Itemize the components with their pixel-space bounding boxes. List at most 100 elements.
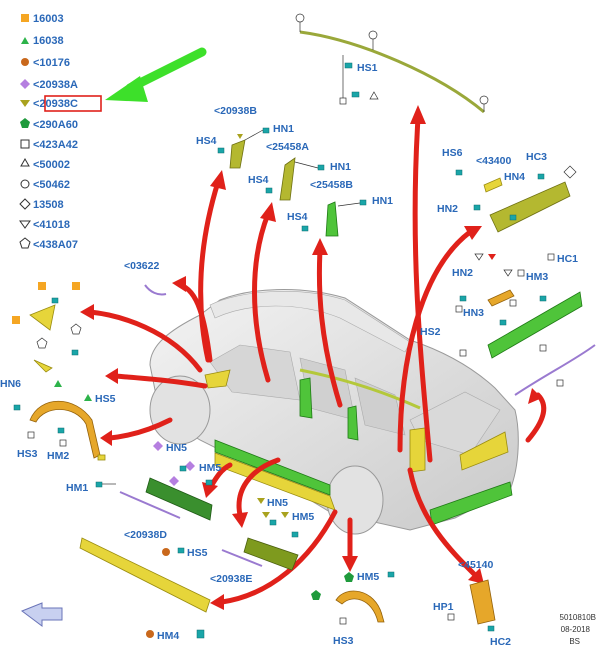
clip-icon	[387, 571, 395, 578]
label-hn5-a: HN5	[166, 442, 187, 454]
clip-icon	[71, 349, 79, 356]
filled-triangle-icon	[21, 37, 29, 44]
open-pentagon-icon	[36, 337, 48, 349]
filled-pentagon-icon	[20, 118, 30, 128]
label-hs4-c: HS4	[287, 211, 308, 223]
label-hs4-b: HS4	[248, 174, 269, 186]
label-25458a: <25458A	[266, 141, 309, 153]
open-square-icon	[517, 269, 525, 277]
front-wheel-arch: HN6 HS5 HS3 HM2	[0, 378, 116, 462]
clip-icon	[57, 427, 65, 434]
label-hn4: HN4	[504, 171, 525, 183]
label-hn1-a: HN1	[273, 123, 294, 135]
green-pointer-arrow-icon	[105, 47, 207, 102]
filled-down-triangle-icon	[257, 498, 265, 504]
label-hn2-a: HN2	[437, 203, 458, 215]
label-hn1-c: HN1	[372, 195, 393, 207]
clip-icon	[459, 295, 467, 302]
label-hn3: HN3	[463, 307, 484, 319]
footer-code: 5010810B	[560, 613, 596, 622]
arrow-wheel-arch-front	[112, 373, 208, 389]
arrow-roof-rail	[412, 115, 433, 463]
label-hm5-c: HM5	[357, 571, 379, 583]
legend-item-3: <20938A	[33, 79, 78, 91]
clip-icon	[265, 187, 273, 194]
arrow-hn5	[236, 457, 281, 518]
open-triangle-icon	[20, 157, 30, 167]
legend-item-7: <50002	[33, 159, 70, 171]
open-pentagon-icon	[70, 323, 82, 335]
label-hn2-b: HN2	[452, 267, 473, 279]
filled-diamond-icon	[153, 441, 163, 451]
label-25458b: <25458B	[310, 179, 353, 191]
filled-down-triangle-icon	[262, 512, 270, 518]
filled-down-triangle-icon	[488, 254, 496, 260]
highlight-box	[44, 95, 102, 112]
arrow-hs4-b	[252, 211, 271, 383]
footer-tag: BS	[569, 637, 580, 646]
open-down-triangle-icon	[19, 220, 31, 229]
arrow-45140	[407, 467, 478, 578]
pillar-trim-a: <20938B HS4 HN1	[196, 105, 294, 169]
arrow-sill	[219, 509, 338, 605]
label-hs1: HS1	[357, 62, 378, 74]
label-hn1-b: HN1	[330, 161, 351, 173]
open-circle-icon	[368, 30, 378, 40]
label-hm5-a: HM5	[199, 462, 221, 474]
legend-item-1: 16038	[33, 35, 64, 47]
filled-circle-icon	[21, 58, 29, 66]
open-circle-icon	[479, 95, 489, 105]
legend-item-8: <50462	[33, 179, 70, 191]
filled-square-icon	[72, 282, 80, 290]
open-circle-icon	[20, 179, 30, 189]
label-hs2: HS2	[420, 326, 441, 338]
label-03622: <03622	[124, 260, 159, 272]
roof-rail-assembly: HS1	[295, 13, 489, 114]
car-body	[149, 289, 519, 535]
clip-icon	[539, 295, 547, 302]
open-diamond-icon	[19, 198, 31, 210]
label-hn5-b: HN5	[267, 497, 288, 509]
legend-item-4: <20938C	[33, 98, 78, 110]
filled-pentagon-icon	[311, 590, 321, 600]
label-20938e: <20938E	[210, 573, 252, 585]
rear-door-moulding: HN5 HM5 <20938E	[210, 497, 314, 585]
label-20938b: <20938B	[214, 105, 257, 117]
legend-item-2: <10176	[33, 57, 70, 69]
label-hp1: HP1	[433, 601, 454, 613]
clip-icon	[262, 127, 270, 134]
clip-icon	[301, 225, 309, 232]
legend-item-0: 16003	[33, 13, 64, 25]
filled-square-icon	[21, 14, 29, 22]
pillar-trim-b: <25458A HS4 HN1	[248, 141, 351, 201]
filled-triangle-icon	[84, 394, 92, 401]
label-hn6: HN6	[0, 378, 21, 390]
clip-icon	[351, 91, 360, 98]
clip-icon	[317, 164, 325, 171]
arrow-rear-spoiler	[397, 229, 473, 453]
label-hs5-b: HS5	[187, 547, 208, 559]
part-03622: <03622	[124, 260, 167, 296]
filled-square-icon	[12, 316, 20, 324]
tailgate-trim-assembly: HC1 HN2 HM3 HN3 HS2	[420, 253, 596, 396]
clip-icon	[196, 629, 205, 639]
rear-spoiler-assembly: HS6 <43400 HC3 HN4 HN2	[437, 147, 577, 233]
label-43400: <43400	[476, 155, 511, 167]
clip-icon	[344, 62, 353, 69]
legend-item-11: <438A07	[33, 239, 78, 251]
part-45140: <45140 HP1 HC2	[433, 559, 511, 648]
filled-diamond-icon	[185, 461, 195, 471]
filled-diamond-icon	[169, 476, 179, 486]
orientation-arrow-icon	[20, 602, 63, 627]
clip-icon	[499, 319, 507, 326]
filled-circle-icon	[146, 630, 154, 638]
open-square-icon	[20, 139, 30, 149]
filled-down-triangle-icon	[281, 512, 289, 518]
footer: 5010810B 08-2018 BS	[560, 613, 596, 646]
filled-diamond-icon	[20, 79, 30, 89]
filled-pentagon-icon	[344, 572, 354, 582]
clip-icon	[51, 297, 59, 304]
clip-icon	[217, 147, 225, 154]
arrow-hs4-a	[198, 179, 221, 363]
open-circle-icon	[295, 13, 305, 23]
